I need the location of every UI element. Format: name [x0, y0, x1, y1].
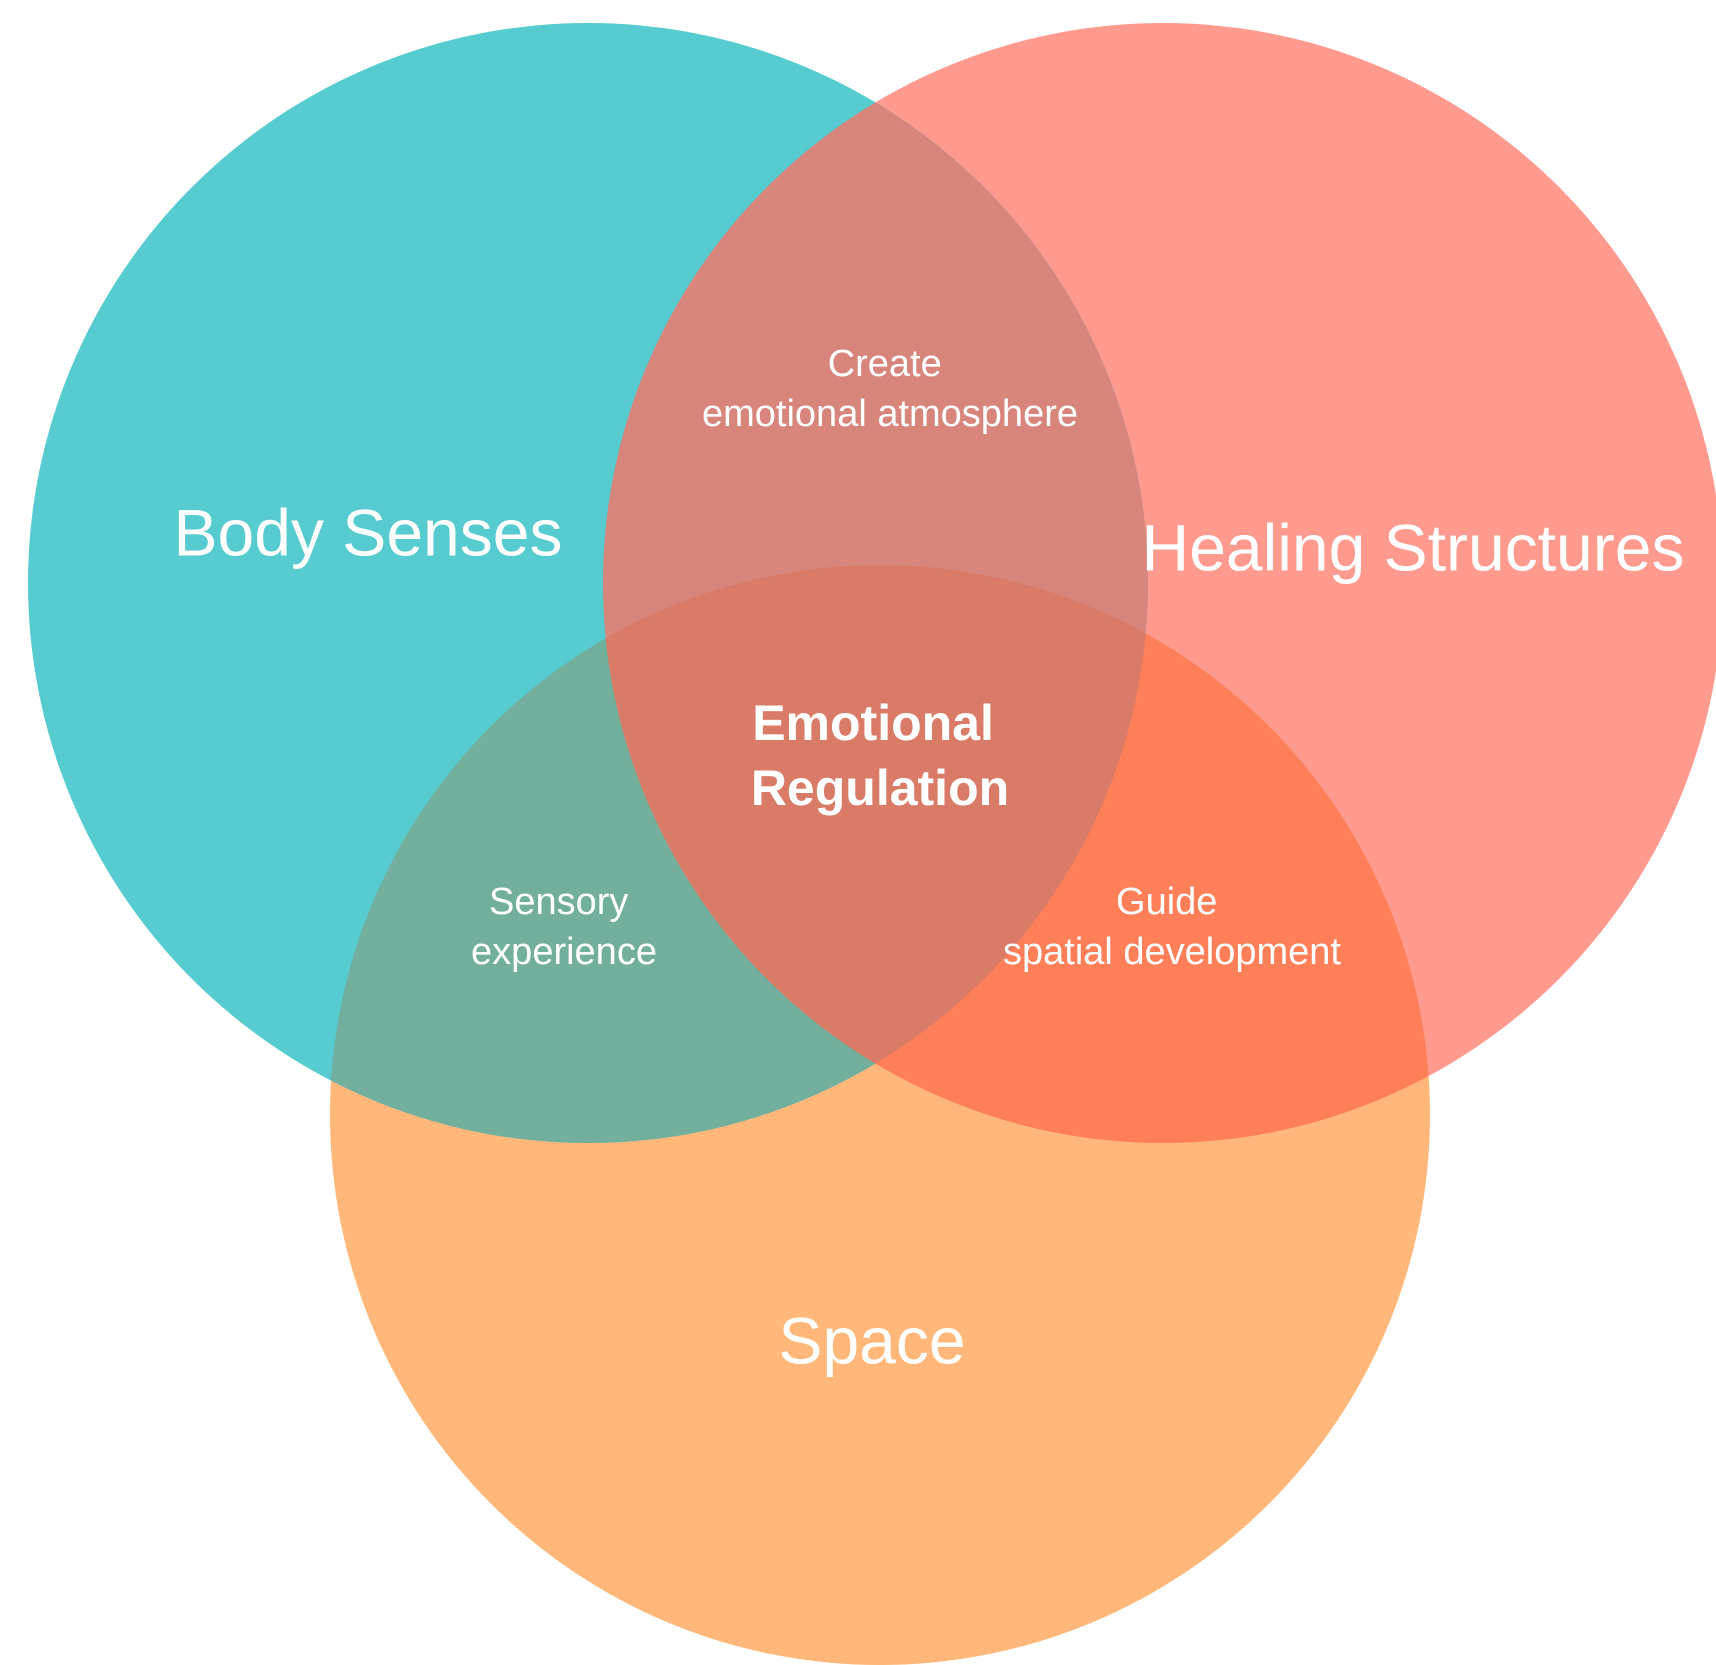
label-emotional-regulation: Emotional Regulation: [751, 695, 1009, 816]
label-healing-structures: Healing Structures: [1142, 510, 1685, 584]
label-body-senses: Body Senses: [174, 495, 563, 569]
label-healing-space: Guide spatial development: [1003, 881, 1341, 973]
label-body-healing: Create emotional atmosphere: [702, 343, 1078, 435]
label-body-space: Sensory experience: [471, 881, 657, 973]
label-space: Space: [778, 1303, 965, 1377]
